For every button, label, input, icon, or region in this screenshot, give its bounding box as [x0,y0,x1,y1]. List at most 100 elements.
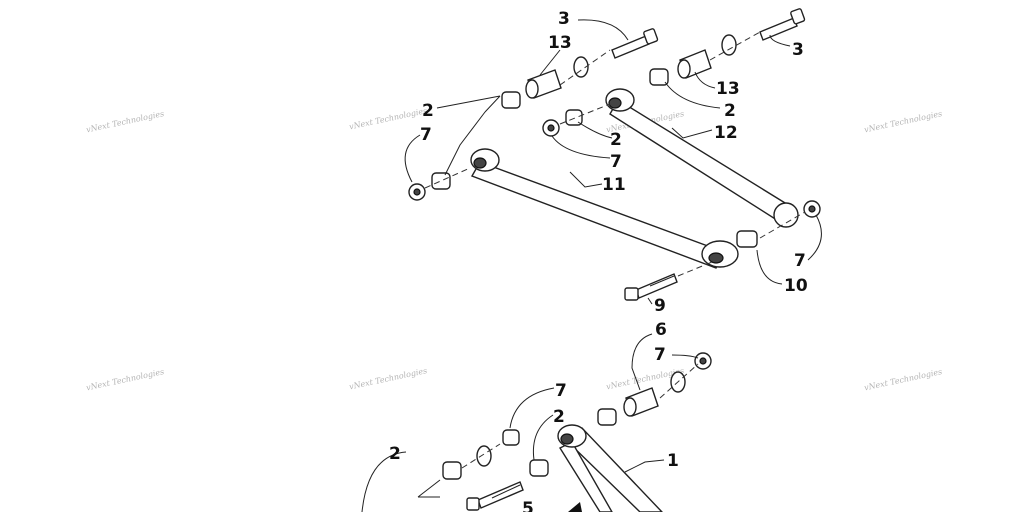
callout-3-right: 3 [792,40,804,60]
bushing-top-left [501,91,521,109]
lower-arm-assembly: 6 7 7 2 1 2 5 [361,320,712,512]
nut-left-bore [413,188,421,196]
leader-11 [569,171,603,188]
rear-arm-tube [609,99,791,223]
leader-3-top [577,19,629,41]
lower-bushing-3 [442,461,462,480]
callout-5: 5 [522,499,534,512]
lower-arm-bushing-bore [560,433,574,445]
watermark-8: vNext Technologies [863,367,943,392]
leader-12 [671,127,713,139]
sleeve-top-end [525,79,539,99]
bushing-mid [565,109,583,126]
watermark-group: vNext Technologies vNext Technologies vN… [85,106,943,392]
front-arm-tube [470,161,725,269]
callout-7-lower: 7 [654,345,666,365]
lower-bolt [477,481,524,509]
bolt-top [611,35,650,59]
callout-3-top: 3 [558,9,570,29]
upper-arm-assembly: 3 13 3 13 2 7 2 2 12 7 11 7 10 9 [404,8,822,316]
lower-washer-2 [476,445,492,467]
lower-sleeve-end [623,397,637,417]
callout-2-lower-left: 2 [389,444,401,464]
watermark-text: vNext Technologies [863,367,943,392]
nut-mid-bore [547,124,555,132]
lower-bolt-thread [491,484,521,499]
callout-13-top: 13 [548,33,572,53]
leader-3-right [769,34,791,47]
leader-9 [647,297,653,305]
front-arm-outer-bore [708,252,724,264]
bushing-right [736,230,758,248]
washer-top-right [721,34,737,56]
watermark-2: vNext Technologies [348,106,428,131]
bolt-right [759,17,798,41]
leader-13-right [694,71,716,89]
callout-2-left: 2 [422,101,434,121]
nut-right-bore [808,205,816,213]
bushing-lower-left [431,172,451,190]
callout-7-mid: 7 [610,152,622,172]
bolt-lower-thread [649,275,675,287]
watermark-6: vNext Technologies [348,366,428,391]
callout-11: 11 [602,175,626,195]
dash-mid [559,103,611,125]
dash-top [559,49,611,86]
watermark-4: vNext Technologies [863,109,943,134]
direction-arrow-icon [568,502,582,512]
callout-9: 9 [654,296,666,316]
dash-left [424,167,471,189]
bolt-lower-head [624,287,639,301]
leader-2-left [436,95,501,176]
watermark-text: vNext Technologies [863,109,943,134]
lower-leader-6 [631,333,653,391]
leader-7-right [807,214,822,261]
lower-dash-1 [659,363,699,399]
lower-bushing-4 [502,429,520,446]
rear-arm-bushing-bore [608,97,622,109]
watermark-text: vNext Technologies [85,367,165,392]
callout-7-right: 7 [794,251,806,271]
leader-7-left [404,134,421,183]
front-arm-bushing-bore [473,157,487,169]
callout-2-mid: 2 [610,130,622,150]
leader-10 [756,249,783,285]
lower-nut-bore [699,357,707,365]
watermark-text: vNext Technologies [348,366,428,391]
callout-7-left: 7 [420,125,432,145]
callout-1: 1 [667,451,679,471]
watermark-text: vNext Technologies [348,106,428,131]
leader-2-mid [577,121,613,139]
watermark-1: vNext Technologies [85,109,165,134]
dash-lower [677,261,713,277]
sleeve-right-end [677,59,691,79]
callout-13-right: 13 [716,79,740,99]
rear-arm-outer-end [773,202,799,228]
lower-bushing-2 [529,459,549,477]
callout-7-lower2: 7 [555,381,567,401]
lower-leader-7 [671,354,699,359]
lower-bushing-1 [597,408,617,426]
lower-leader-2-left [361,451,441,512]
callout-6: 6 [655,320,667,340]
callout-2-mid2: 2 [724,101,736,121]
leader-13-top [539,49,561,76]
bolt-right-head [790,8,806,25]
dash-right-nut [759,211,806,239]
watermark-text: vNext Technologies [85,109,165,134]
leader-7-mid [551,135,611,159]
bolt-top-head [643,28,659,45]
lower-dash-2 [461,443,501,469]
callout-12: 12 [714,123,738,143]
lower-bolt-head [466,497,480,511]
callout-10: 10 [784,276,808,296]
watermark-5: vNext Technologies [85,367,165,392]
washer-top [573,56,589,78]
leader-2-right [664,81,721,109]
lower-leader-1 [624,459,665,473]
bushing-top-right [649,68,669,86]
lower-leader-7b [509,387,555,429]
callout-2-lower: 2 [553,407,565,427]
lower-leader-2 [532,414,554,461]
